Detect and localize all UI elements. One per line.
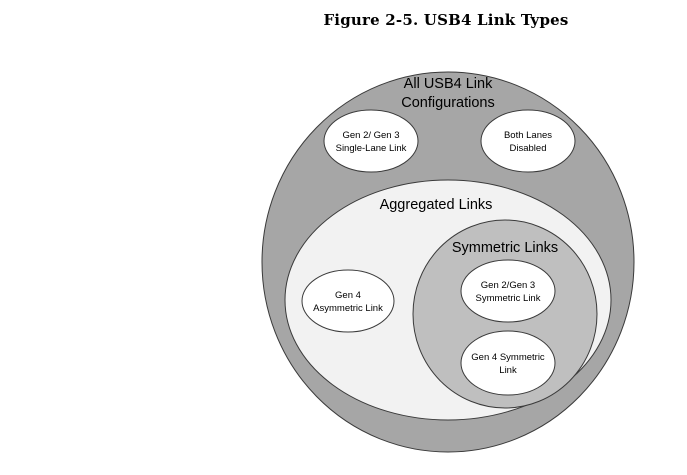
asymmetric-link-node: Gen 4 Asymmetric Link	[301, 269, 395, 333]
single-lane-link-label-line1: Gen 2/ Gen 3	[342, 130, 399, 141]
asymmetric-link-label-line1: Gen 4	[335, 290, 361, 301]
all-link-configurations-label-line1: All USB4 Link	[404, 76, 493, 92]
single-lane-link-ellipse	[323, 109, 419, 173]
all-link-configurations-label-line2: Configurations	[401, 95, 495, 111]
figure-title: Figure 2-5. USB4 Link Types	[323, 11, 569, 29]
gen23-symmetric-link-node: Gen 2/Gen 3 Symmetric Link	[460, 259, 556, 323]
lanes-disabled-label-line2: Disabled	[510, 143, 547, 154]
lanes-disabled-ellipse	[480, 109, 576, 173]
single-lane-link-label-line2: Single-Lane Link	[336, 143, 407, 154]
gen4-symmetric-link-ellipse	[460, 330, 556, 396]
lanes-disabled-label-line1: Both Lanes	[504, 130, 552, 141]
gen23-symmetric-link-label-line2: Symmetric Link	[476, 293, 541, 304]
asymmetric-link-ellipse	[301, 269, 395, 333]
gen4-symmetric-link-label-line2: Link	[499, 365, 517, 376]
gen23-symmetric-link-ellipse	[460, 259, 556, 323]
symmetric-links-label: Symmetric Links	[452, 240, 558, 256]
gen23-symmetric-link-label-line1: Gen 2/Gen 3	[481, 280, 535, 291]
single-lane-link-node: Gen 2/ Gen 3 Single-Lane Link	[323, 109, 419, 173]
gen4-symmetric-link-label-line1: Gen 4 Symmetric	[471, 352, 545, 363]
gen4-symmetric-link-node: Gen 4 Symmetric Link	[460, 330, 556, 396]
aggregated-links-label: Aggregated Links	[380, 197, 493, 213]
lanes-disabled-node: Both Lanes Disabled	[480, 109, 576, 173]
asymmetric-link-label-line2: Asymmetric Link	[313, 303, 383, 314]
